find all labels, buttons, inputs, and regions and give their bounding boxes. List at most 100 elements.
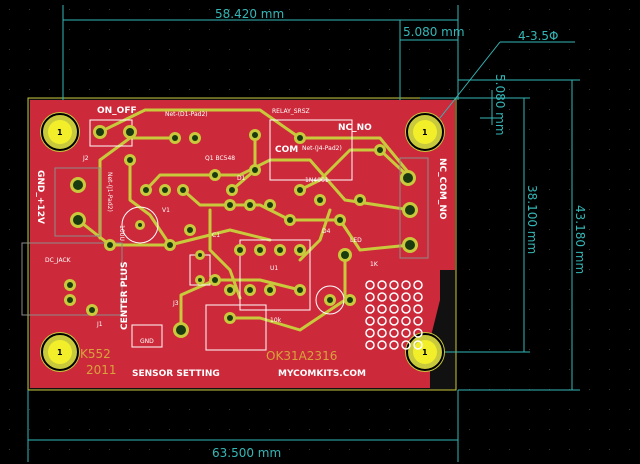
pad-drill-hole xyxy=(143,187,149,193)
label-led: LED xyxy=(350,237,362,244)
label-1k: 1K xyxy=(370,261,379,268)
label-gnd: GND xyxy=(140,338,154,345)
label-ok31: OK31A2316 xyxy=(266,349,337,363)
pad-drill-hole xyxy=(405,205,415,215)
pad-drill-hole xyxy=(192,135,198,141)
label-j2: J2 xyxy=(82,155,89,162)
label-center-plus: CENTER PLUS xyxy=(120,262,130,330)
sensor-outline xyxy=(205,304,267,351)
terminal-outline xyxy=(399,157,429,259)
label-net2: Net-(J4-Pad2) xyxy=(302,145,342,152)
board-fill xyxy=(30,100,455,388)
dim-top-label: 58.420 mm xyxy=(215,7,284,21)
label-c1: C1 xyxy=(212,232,220,239)
pad-drill-hole xyxy=(212,277,218,283)
dc-jack-outline xyxy=(21,242,123,316)
pad-drill-hole xyxy=(247,202,253,208)
dimension-top: 58.420 mm xyxy=(62,5,459,100)
header-pin xyxy=(377,328,387,338)
dimension-vertical-total: 43.180 mm xyxy=(458,79,587,391)
pad-drill-hole xyxy=(357,197,363,203)
pad-drill-hole xyxy=(277,247,283,253)
label-nc-no: NC_NO xyxy=(338,123,372,133)
pad-drill-hole xyxy=(257,247,263,253)
dimension-pad-spacing: 5.080 mm xyxy=(399,20,465,100)
label-sensor-setting: SENSOR SETTING xyxy=(132,369,220,379)
header-pin xyxy=(365,316,375,326)
header-pin xyxy=(377,340,387,350)
svg-text:1: 1 xyxy=(422,348,428,357)
pad-drill-hole xyxy=(247,287,253,293)
header-pin xyxy=(377,292,387,302)
header-pin xyxy=(413,316,423,326)
cap-outline xyxy=(121,206,159,244)
label-100u: 100U xyxy=(118,225,125,241)
pad-drill-hole xyxy=(212,172,218,178)
header-pin xyxy=(413,304,423,314)
svg-text:1: 1 xyxy=(57,348,63,357)
pin-header-grid xyxy=(365,280,423,350)
pad-drill-hole xyxy=(227,315,233,321)
header-pin xyxy=(389,316,399,326)
header-pin xyxy=(401,280,411,290)
label-k552: K552 xyxy=(80,347,111,361)
label-com: COM xyxy=(275,145,298,155)
pad-drill-hole xyxy=(227,287,233,293)
j3-outline xyxy=(131,324,163,348)
label-d1: D1 xyxy=(237,175,246,182)
label-nc-com-no: NC_COM_NO xyxy=(437,158,447,220)
header-pin xyxy=(365,304,375,314)
silk-text: ON_OFF RELAY_SRSZ NC_NO COM GND_+12V DC_… xyxy=(35,106,447,379)
pad-drill-hole xyxy=(337,217,343,223)
label-gnd-12v: GND_+12V xyxy=(35,170,45,224)
svg-text:1: 1 xyxy=(422,128,428,137)
label-year: 2011 xyxy=(86,363,117,377)
pad-drill-hole xyxy=(405,240,415,250)
header-pin xyxy=(401,316,411,326)
pad-drill-hole xyxy=(267,202,273,208)
label-mycomkits: MYCOMKITS.COM xyxy=(278,369,366,379)
label-v1: V1 xyxy=(162,207,170,214)
pad-drill-hole xyxy=(180,187,186,193)
header-pin xyxy=(365,280,375,290)
relay-outline xyxy=(269,119,353,181)
pad-drill-hole xyxy=(227,202,233,208)
dim-bottom-label: 63.500 mm xyxy=(212,446,281,460)
label-1n4001: 1N4001 xyxy=(305,177,329,184)
header-pin xyxy=(401,340,411,350)
header-pin xyxy=(413,292,423,302)
dimension-bottom: 63.500 mm xyxy=(27,390,459,462)
pad-drill-hole xyxy=(167,242,173,248)
pad-drill-hole xyxy=(297,247,303,253)
pad-drill-hole xyxy=(138,223,142,227)
power-connector-outline xyxy=(54,167,101,237)
dim-vertical-small-label: 5.080 mm xyxy=(493,74,507,136)
mount-hole-bl: 1 xyxy=(40,332,80,372)
pad-drill-hole xyxy=(73,180,83,190)
header-pin xyxy=(413,328,423,338)
pad-drill-hole xyxy=(341,251,349,259)
pad-drill-hole xyxy=(107,242,113,248)
header-pin xyxy=(389,292,399,302)
header-pin xyxy=(389,340,399,350)
label-d4: D4 xyxy=(322,228,331,235)
pad-drill-hole xyxy=(252,132,258,138)
dim-vertical-total-label: 43.180 mm xyxy=(573,205,587,274)
header-pin xyxy=(401,292,411,302)
pad-drill-hole xyxy=(252,167,258,173)
pad-drill-hole xyxy=(377,147,383,153)
dim-hole-label: 4-3.5Φ xyxy=(518,29,559,43)
label-dc-jack: DC_JACK xyxy=(45,257,72,264)
mount-hole-br: 1 xyxy=(405,332,445,372)
pad-drill-hole xyxy=(198,253,202,257)
label-relay: RELAY_SRSZ xyxy=(272,108,310,115)
label-j1: J1 xyxy=(96,321,103,328)
svg-text:1: 1 xyxy=(57,128,63,137)
header-pin xyxy=(365,292,375,302)
pad-drill-hole xyxy=(297,187,303,193)
pad-drill-hole xyxy=(347,297,353,303)
header-pin xyxy=(389,280,399,290)
header-pin xyxy=(401,304,411,314)
pad-drill-hole xyxy=(89,307,95,313)
